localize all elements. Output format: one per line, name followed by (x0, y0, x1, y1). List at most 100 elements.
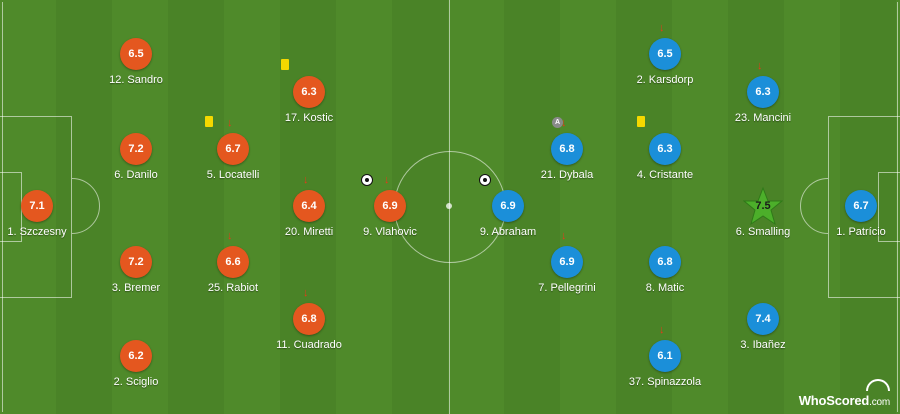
player-37-spinazzola[interactable]: 6.1↓ 37. Spinazzola (595, 324, 735, 388)
captain-icon: A (552, 117, 563, 128)
player-rating: 6.7 (217, 133, 249, 165)
player-name: 11. Cuadrado (276, 339, 342, 351)
rating-badge: 6.2 (120, 340, 152, 372)
logo-brand: WhoScored (798, 393, 870, 408)
sub-arrow-icon: ↓ (227, 230, 233, 242)
player-20-miretti[interactable]: 6.4 ↓ 20. Miretti (239, 174, 379, 238)
left-penalty-box (0, 116, 72, 298)
player-rating: 6.3 (649, 133, 681, 165)
player-rating: 7.4 (747, 303, 779, 335)
rating-badge: 6.9↓ (361, 174, 406, 222)
player-rating: 6.2 (120, 340, 152, 372)
player-rating: 6.7 (845, 190, 877, 222)
right-goal-box (878, 172, 900, 242)
player-25-rabiot[interactable]: 6.6 ↓ 25. Rabiot (163, 230, 303, 294)
rating-badge: 6.9 (479, 174, 524, 222)
rating-badge: 6.5 (120, 38, 152, 70)
player-1-patricio[interactable]: 6.7 1. Patrício (791, 190, 900, 238)
rating-badge: 6.8 (649, 246, 681, 278)
player-name: 3. Bremer (111, 282, 161, 294)
player-rating: 7.2 (120, 133, 152, 165)
player-rating: 6.6 (217, 246, 249, 278)
player-name: 6. Smalling (735, 226, 791, 238)
rating-badge: 6.3 (281, 59, 325, 108)
centre-spot (446, 203, 452, 209)
player-3-bremer[interactable]: 7.2 3. Bremer (66, 246, 206, 294)
player-7-pellegrini[interactable]: 6.9↓7. Pellegrini (497, 230, 637, 294)
rating-badge: 7.1 (21, 190, 53, 222)
player-name: 1. Patrício (836, 226, 886, 238)
sub-arrow-icon: ↓ (227, 117, 233, 129)
player-5-locatelli[interactable]: 6.7 ↓ 5. Locatelli (163, 116, 303, 181)
player-name: 8. Matic (645, 282, 685, 294)
player-name: 25. Rabiot (207, 282, 259, 294)
player-6-smalling[interactable]: 7.5 6. Smalling (693, 186, 833, 238)
sub-arrow-icon: ↓ (384, 174, 390, 186)
player-6-danilo[interactable]: 7.2 6. Danilo (66, 133, 206, 181)
player-name: 6. Danilo (114, 169, 158, 181)
player-name: 9. Vlahovic (363, 226, 417, 238)
rating-badge: 6.5 ↓ (649, 22, 681, 70)
player-9-vlahovic[interactable]: 6.9↓ 9. Vlahovic (320, 174, 460, 238)
sub-arrow-icon: ↓ (561, 230, 567, 242)
player-rating: 6.9 (551, 246, 583, 278)
yellow-card-icon (205, 116, 213, 127)
whoscored-logo: WhoScored.com (798, 379, 890, 408)
player-12-sandro[interactable]: 6.5 12. Sandro (66, 38, 206, 86)
rating-badge: 6.9 ↓ (551, 230, 583, 278)
player-name: 5. Locatelli (206, 169, 260, 181)
player-2-karsdorp[interactable]: 6.5↓2. Karsdorp (595, 22, 735, 86)
rating-badge: 7.4 (747, 303, 779, 335)
player-name: 4. Cristante (636, 169, 694, 181)
player-11-cuadrado[interactable]: 6.8 ↓ 11. Cuadrado (239, 287, 379, 351)
player-name: 9. Abraham (479, 226, 537, 238)
player-23-mancini[interactable]: 6.3↓23. Mancini (693, 60, 833, 124)
player-rating: 6.8 (649, 246, 681, 278)
yellow-card-icon (281, 59, 289, 70)
player-rating: 6.5 (120, 38, 152, 70)
player-17-kostic[interactable]: 6.3 17. Kostic (239, 59, 379, 124)
rating-badge: 6.3 (637, 116, 681, 165)
rating-badge: 6.8 ↓ (293, 287, 325, 335)
player-rating: 6.5 (649, 38, 681, 70)
player-rating: 6.8 (293, 303, 325, 335)
player-name: 17. Kostic (284, 112, 334, 124)
player-9-abraham[interactable]: 6.9 9. Abraham (438, 174, 578, 238)
player-rating: 6.1 (649, 340, 681, 372)
player-rating: 6.3 (293, 76, 325, 108)
ball-icon (479, 174, 491, 186)
sub-arrow-icon: ↓ (303, 287, 309, 299)
player-name: 37. Spinazzola (628, 376, 702, 388)
yellow-card-icon (637, 116, 645, 127)
player-name: 20. Miretti (284, 226, 334, 238)
player-rating: 6.8 (551, 133, 583, 165)
player-name: 3. Ibañez (740, 339, 786, 351)
player-4-cristante[interactable]: 6.3 4. Cristante (595, 116, 735, 181)
right-penalty-box (828, 116, 900, 298)
sub-arrow-icon: ↓ (757, 60, 763, 72)
player-rating: 7.2 (120, 246, 152, 278)
rating-badge: 6.4 ↓ (293, 174, 325, 222)
sub-arrow-icon: ↓ (303, 174, 309, 186)
rating-badge: 7.5 (743, 186, 783, 226)
rating-badge: 7.2 (120, 133, 152, 165)
rating-badge: 7.2 (120, 246, 152, 278)
rating-badge: 6.7 (845, 190, 877, 222)
rating-badge: 6.1↓ (649, 324, 681, 372)
rating-badge: 6.7 ↓ (205, 116, 249, 165)
player-rating: 7.5 (755, 200, 771, 212)
rating-badge: 6.3↓ (747, 60, 779, 108)
player-rating: 6.9 (492, 190, 524, 222)
player-3-ibanez[interactable]: 7.4 3. Ibañez (693, 303, 833, 351)
player-name: 12. Sandro (109, 74, 163, 86)
sub-arrow-icon: ↓ (659, 22, 665, 34)
player-rating: 6.4 (293, 190, 325, 222)
player-8-matic[interactable]: 6.8 8. Matic (595, 246, 735, 294)
player-name: 21. Dybala (540, 169, 594, 181)
rating-badge: 6.6 ↓ (217, 230, 249, 278)
